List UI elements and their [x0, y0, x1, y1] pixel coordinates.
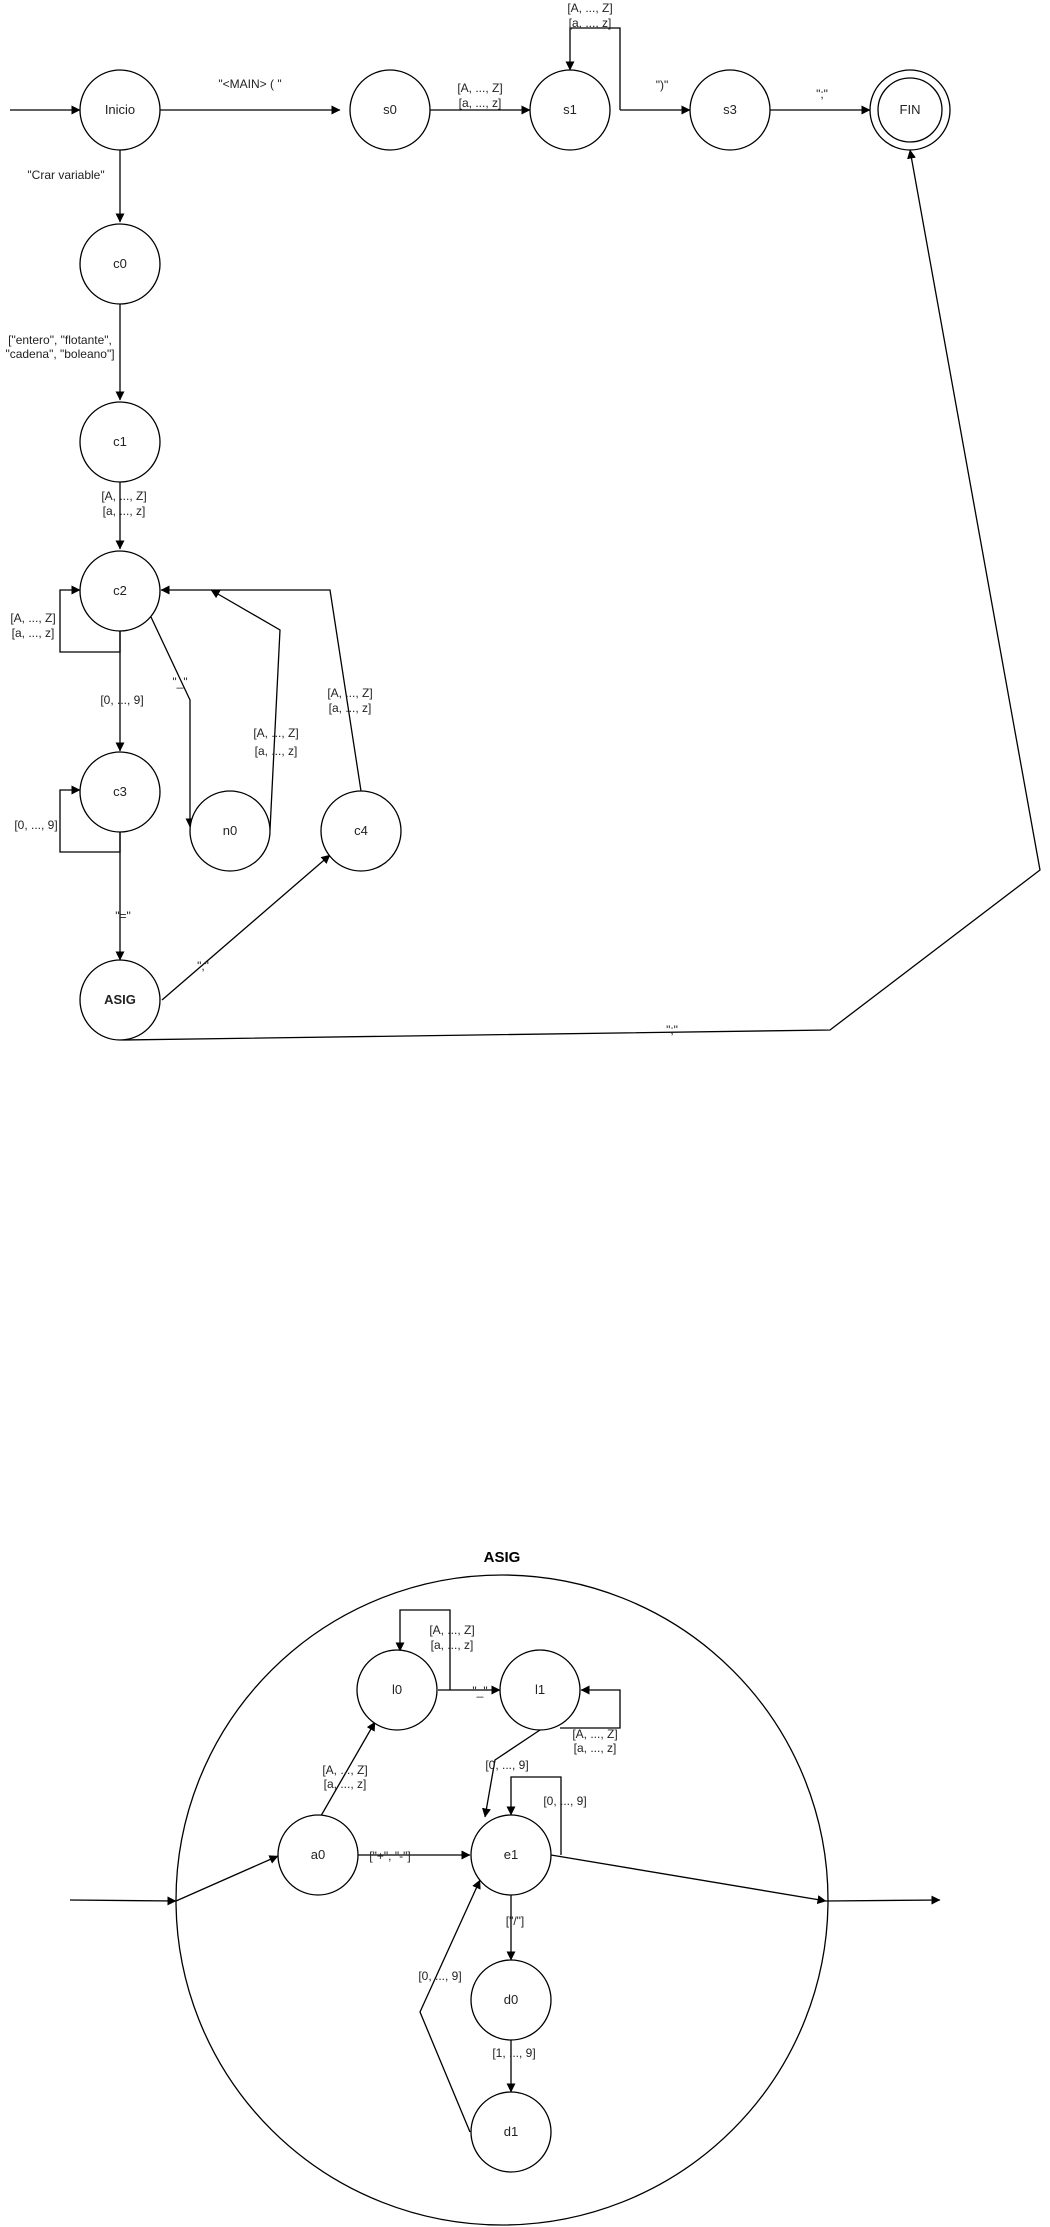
node-c2-label: c2 [113, 583, 127, 598]
node-c4[interactable]: c4 [320, 790, 402, 872]
edge-asig-fin [121, 149, 1041, 1041]
label-a0-l0-lower: [a, ..., z] [324, 1777, 367, 1791]
node-l0-label: l0 [392, 1682, 402, 1697]
edge-l0-loop [395, 1609, 451, 1690]
node-fin[interactable]: FIN [869, 69, 951, 151]
node-l1[interactable]: l1 [499, 1649, 581, 1731]
label-l1-loop-lower: [a, ..., z] [574, 1741, 617, 1755]
edge-asig-c4 [161, 854, 331, 1001]
node-l0[interactable]: l0 [356, 1649, 438, 1731]
node-a0[interactable]: a0 [277, 1814, 359, 1896]
label-types-line2: "cadena", "boleano"] [5, 347, 114, 361]
sub-diagram-title: ASIG [484, 1549, 521, 1566]
label-l1-e1-digits: [0, ..., 9] [485, 1758, 528, 1772]
node-l1-label: l1 [535, 1682, 545, 1697]
edge-s1-loop [565, 27, 621, 110]
label-c2-loop-upper: [A, ..., Z] [10, 611, 55, 625]
label-c4-c2-upper: [A, ..., Z] [327, 686, 372, 700]
label-l0-l1-underscore: "_" [472, 1684, 487, 1698]
edge-a0-l0 [317, 1721, 376, 1822]
node-s0-label: s0 [383, 102, 397, 117]
label-n0-c2-upper: [A, ..., Z] [253, 726, 298, 740]
label-n0-c2-lower: [a, ..., z] [255, 744, 298, 758]
label-asig-fin-semicolon: ";" [666, 1023, 678, 1037]
node-d1-label: d1 [504, 2124, 518, 2139]
label-c2-loop-lower: [a, ..., z] [12, 626, 55, 640]
label-d1-e1-digits: [0, ..., 9] [418, 1969, 461, 1983]
edge-n0-c2 [210, 589, 281, 831]
node-s1[interactable]: s1 [529, 69, 611, 151]
node-e1[interactable]: e1 [470, 1814, 552, 1896]
label-s1-loop-lower: [a, ..., z] [569, 16, 612, 30]
node-d0[interactable]: d0 [470, 1959, 552, 2041]
edge-c2-n0 [150, 616, 195, 828]
label-types-line1: ["entero", "flotante", [8, 333, 112, 347]
label-c1-c2-lower: [a, ..., z] [103, 504, 146, 518]
edge-e1-loop [506, 1776, 562, 1855]
label-c1-c2-upper: [A, ..., Z] [101, 489, 146, 503]
node-c4-label: c4 [354, 823, 368, 838]
edge-labels-sub: [A, ..., Z] [a, ..., z] "_" [A, ..., Z] … [322, 1623, 617, 2060]
node-s1-label: s1 [563, 102, 577, 117]
edge-l1-e1 [482, 1729, 541, 1818]
label-s1-loop-upper: [A, ..., Z] [567, 1, 612, 15]
label-s0-s1-upper: [A, ..., Z] [457, 81, 502, 95]
node-n0[interactable]: n0 [189, 790, 271, 872]
node-s3[interactable]: s3 [689, 69, 771, 151]
edge-l1-loop [560, 1685, 621, 1729]
node-a0-label: a0 [311, 1847, 325, 1862]
label-s3-fin: ";" [816, 87, 828, 101]
node-c2[interactable]: c2 [79, 550, 161, 632]
label-crear-variable: "Crar variable" [27, 168, 104, 182]
label-l0-loop-upper: [A, ..., Z] [429, 1623, 474, 1637]
edge-c4-c2 [160, 585, 362, 792]
node-d1[interactable]: d1 [470, 2091, 552, 2173]
node-asig-label: ASIG [104, 992, 136, 1007]
edge-labels-main: "<MAIN> ( " [A, ..., Z] [a, ..., z] [A, … [5, 1, 827, 1037]
edges-main [10, 27, 1041, 1041]
node-fin-label: FIN [900, 102, 921, 117]
label-c3-asig-equals: "=" [115, 909, 131, 923]
node-e1-label: e1 [504, 1847, 518, 1862]
node-n0-label: n0 [223, 823, 237, 838]
edge-sub-end [825, 1895, 941, 1905]
label-s0-s1-lower: [a, ..., z] [459, 96, 502, 110]
node-inicio[interactable]: Inicio [79, 69, 161, 151]
node-d0-label: d0 [504, 1992, 518, 2007]
node-c1-label: c1 [113, 434, 127, 449]
label-a0-l0-upper: [A, ..., Z] [322, 1763, 367, 1777]
label-a0-e1-signs: ["+", "-"] [369, 1849, 410, 1863]
edge-d1-e1 [419, 1879, 481, 2133]
label-c2-c3-digits: [0, ..., 9] [100, 693, 143, 707]
node-c1[interactable]: c1 [79, 401, 161, 483]
node-asig[interactable]: ASIG [79, 959, 161, 1041]
edge-sub-start [69, 1896, 177, 1906]
label-e1-loop-digits: [0, ..., 9] [543, 1794, 586, 1808]
node-c0-label: c0 [113, 256, 127, 271]
node-c3[interactable]: c3 [79, 751, 161, 833]
label-l0-loop-lower: [a, ..., z] [431, 1638, 474, 1652]
edge-e1-exit [550, 1854, 827, 1905]
label-c2-n0-underscore: "_" [172, 675, 187, 689]
node-s0[interactable]: s0 [349, 69, 431, 151]
edge-sub-entry-a0 [175, 1855, 279, 1902]
node-c0[interactable]: c0 [79, 223, 161, 305]
label-asig-c4-comma: "," [197, 959, 209, 973]
label-d0-d1-digits: [1, ..., 9] [492, 2046, 535, 2060]
node-inicio-label: Inicio [105, 102, 135, 117]
edges-sub [69, 1609, 941, 2133]
label-main-open: "<MAIN> ( " [218, 77, 281, 91]
node-s3-label: s3 [723, 102, 737, 117]
label-paren-close: ")" [656, 78, 669, 92]
label-l1-loop-upper: [A, ..., Z] [572, 1727, 617, 1741]
label-e1-d0-slash: ["/"] [506, 1914, 525, 1928]
node-c3-label: c3 [113, 784, 127, 799]
label-c4-c2-lower: [a, ..., z] [329, 701, 372, 715]
label-c3-loop-digits: [0, ..., 9] [14, 818, 57, 832]
